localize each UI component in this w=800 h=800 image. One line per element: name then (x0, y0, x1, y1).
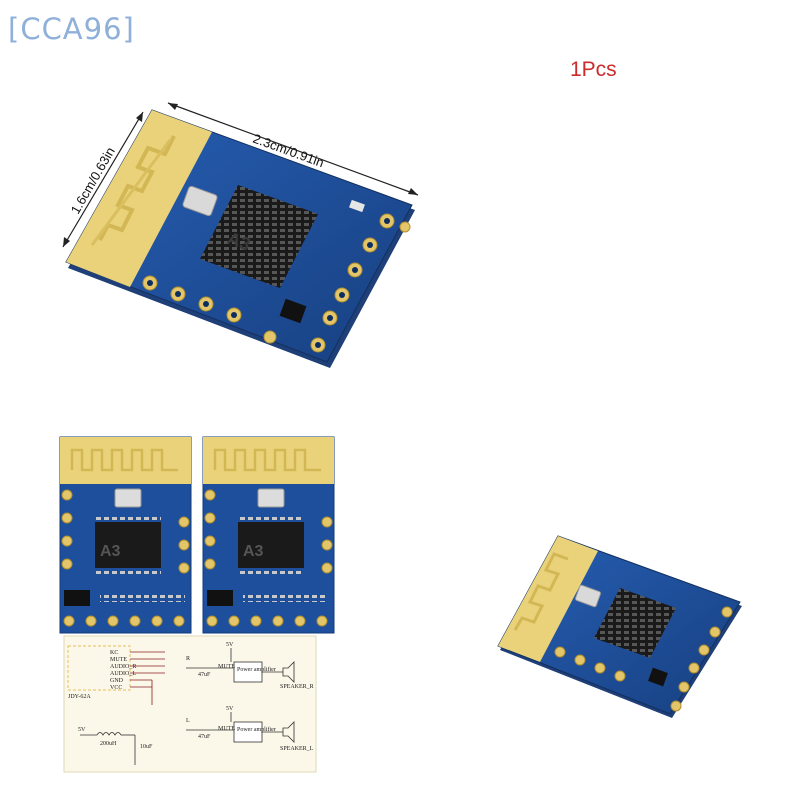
board-angled-right (497, 535, 742, 718)
board-front-left: A3 (59, 436, 192, 634)
pin-label: MUTE (110, 657, 127, 663)
pin-label: VCC (110, 685, 122, 691)
cap-label: 47uF (198, 672, 211, 678)
board-front-right: A3 (202, 436, 335, 634)
pin-label: AUDIO_L (110, 671, 136, 677)
quantity-label: 1Pcs (570, 58, 617, 81)
channel-l-label: L (186, 718, 190, 724)
brand-watermark: [CCA96] (8, 12, 135, 46)
voltage-label: 5V (78, 727, 86, 733)
pin-label: KC (110, 650, 118, 656)
pin-label: GND (110, 678, 124, 684)
speaker-l-label: SPEAKER_L (280, 746, 314, 752)
amp-label: Power amplifier (237, 726, 276, 733)
cap-label: 47uF (198, 734, 211, 740)
schematic-module-label: JDY-62A (68, 694, 91, 700)
mute-label: MUTE (218, 664, 235, 670)
voltage-label: 5V (226, 642, 234, 648)
speaker-r-label: SPEAKER_R (280, 684, 314, 690)
channel-r-label: R (186, 656, 190, 662)
pin-label: AUDIO_R (110, 664, 136, 670)
wiring-schematic: JDY-62A KC MUTE AUDIO_R AUDIO_L GND VCC … (63, 635, 317, 773)
main-board: 2.3cm/0.91in 1.6cm/0.63in A3 (62, 102, 419, 368)
mute-label: MUTE (218, 726, 235, 732)
amp-label: Power amplifier (237, 666, 276, 673)
cap2-label: 10uF (140, 744, 153, 750)
voltage-label: 5V (226, 706, 234, 712)
chip-logo: A3 (243, 543, 264, 560)
chip-logo: A3 (100, 543, 121, 560)
inductor-label: 200uH (100, 741, 117, 747)
